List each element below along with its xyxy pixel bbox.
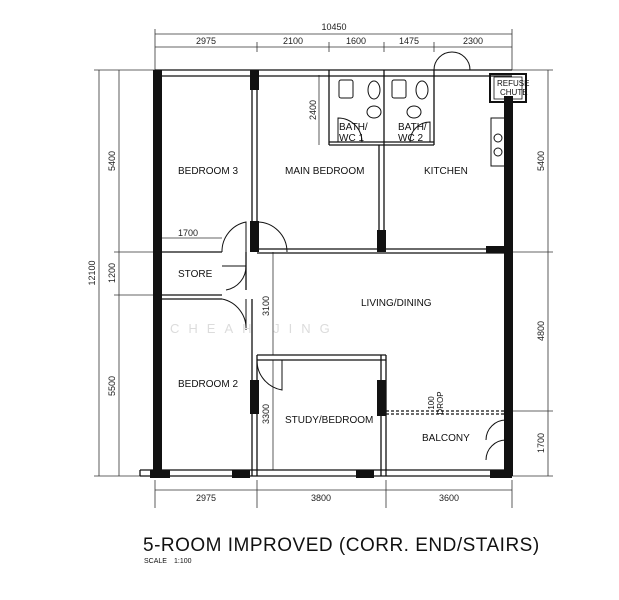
plan-title: 5-ROOM IMPROVED (CORR. END/STAIRS) (143, 535, 540, 556)
dim-right-2: 4800 (536, 321, 546, 341)
toilet-icon (415, 80, 429, 100)
dim-right-1: 5400 (536, 151, 546, 171)
dim-top-4: 1475 (399, 36, 419, 46)
room-label-bath1-line1: BATH/ (339, 122, 368, 133)
dim-bottom-1: 2975 (196, 493, 216, 503)
sink-bowl-icon (493, 147, 503, 157)
toilet-icon (391, 79, 407, 99)
dim-top-2: 2100 (283, 36, 303, 46)
room-label-store: STORE (178, 269, 213, 280)
room-label-bedroom2: BEDROOM 2 (178, 379, 238, 390)
door-swings (221, 51, 527, 461)
dimension-labels: 10450 2975 2100 1600 1475 2300 2975 3800… (87, 22, 546, 503)
scale-label: SCALE (144, 558, 167, 565)
drop-label: DROP (436, 391, 445, 414)
room-label-study-bedroom: STUDY/BEDROOM (285, 415, 373, 426)
dim-left-1: 5400 (107, 151, 117, 171)
dim-bath-depth: 2400 (308, 100, 318, 120)
dim-left-2: 1200 (107, 263, 117, 283)
dim-top-3: 1600 (346, 36, 366, 46)
fixtures (338, 79, 506, 167)
sink-bowl-icon (493, 133, 503, 143)
drop-value: 100 (427, 396, 436, 410)
room-label-balcony: BALCONY (422, 433, 470, 444)
dim-top-total: 10450 (321, 22, 346, 32)
room-label-refuse-line1: REFUSE (497, 79, 529, 88)
room-label-bath2-line2: WC 2 (398, 133, 423, 144)
dim-bottom-3: 3600 (439, 493, 459, 503)
dim-bottom-2: 3800 (311, 493, 331, 503)
dim-study-depth: 3300 (261, 404, 271, 424)
room-label-refuse-line2: CHUTE (500, 88, 528, 97)
toilet-icon (338, 79, 354, 99)
dim-living-corridor: 3100 (261, 296, 271, 316)
dim-right-3: 1700 (536, 433, 546, 453)
dim-store-width: 1700 (178, 228, 198, 238)
dim-left-total: 12100 (87, 260, 97, 285)
room-label-main-bedroom: MAIN BEDROOM (285, 166, 364, 177)
kitchen-sink-icon (490, 117, 506, 167)
room-labels: BEDROOM 3 MAIN BEDROOM BATH/ WC 1 BATH/ … (178, 79, 529, 444)
basin-icon (366, 105, 382, 119)
dim-top-5: 2300 (463, 36, 483, 46)
room-label-bath2-line1: BATH/ (398, 122, 427, 133)
room-label-bedroom3: BEDROOM 3 (178, 166, 238, 177)
watermark: CHEAH JING (170, 321, 339, 336)
thick-walls (150, 70, 513, 478)
room-label-kitchen: KITCHEN (424, 166, 468, 177)
room-label-bath1-line2: WC 1 (339, 133, 364, 144)
basin-icon (406, 105, 422, 119)
dim-left-3: 5500 (107, 376, 117, 396)
dimension-lines (94, 29, 553, 508)
room-label-living-dining: LIVING/DINING (361, 298, 432, 309)
dim-top-1: 2975 (196, 36, 216, 46)
scale-value: 1:100 (174, 558, 192, 565)
toilet-icon (367, 80, 381, 100)
